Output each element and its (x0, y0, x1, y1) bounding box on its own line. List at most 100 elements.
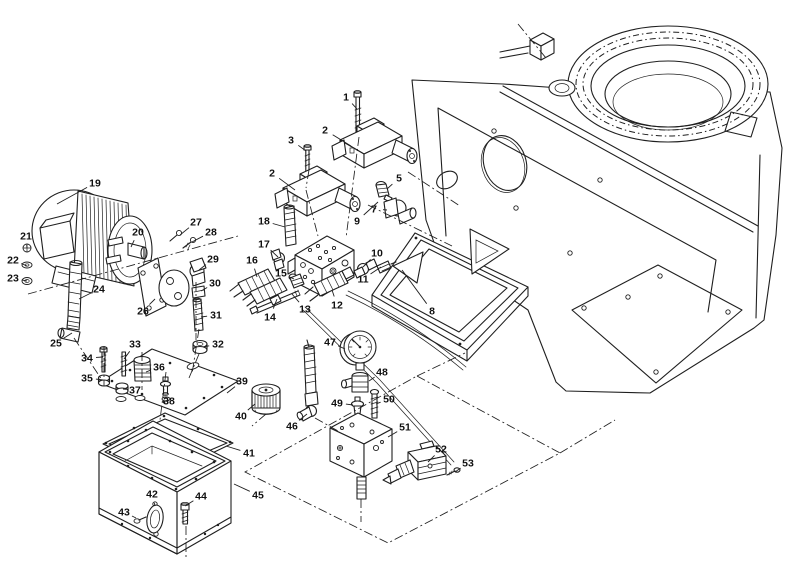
hydraulic-pump (137, 229, 208, 355)
part-label-24-suction-hose: 24 (93, 284, 105, 296)
part-label-28-screw: 28 (205, 227, 217, 239)
nipple-11 (376, 260, 397, 274)
screw-28 (182, 236, 197, 250)
leader-line-29-elbow-fitting (198, 264, 207, 271)
leader-line-8-mounting-bracket (401, 269, 428, 304)
part-label-49-fitting: 49 (331, 398, 343, 410)
part-label-13-pipe: 13 (299, 304, 311, 316)
motor-terminal-box (39, 220, 75, 260)
leader-line-28-screw (191, 235, 204, 243)
elbow-29 (189, 257, 207, 287)
leader-line-10-elbow-fitting (362, 259, 371, 268)
leader-line-42-oil-level-gauge (153, 502, 156, 507)
mounting-bracket (371, 228, 529, 362)
screw-34 (99, 346, 108, 373)
part-label-35-nut: 35 (81, 373, 93, 385)
hose-46 (296, 339, 319, 422)
hose-14 (242, 277, 288, 307)
leader-line-47-pressure-gauge (338, 345, 346, 350)
part-label-40-suction-filter: 40 (235, 411, 247, 423)
oil-level-gauge (146, 501, 164, 537)
part-label-25-elbow-fitting: 25 (50, 338, 62, 350)
part-label-51-valve-block: 51 (399, 422, 411, 434)
motor-face-ring (113, 222, 147, 278)
leader-line-24-suction-hose (78, 292, 92, 300)
leader-line-12-hose (331, 289, 335, 297)
hose-16 (229, 268, 276, 298)
leader-line-40-suction-filter (247, 403, 256, 411)
part-label-16-hose: 16 (246, 255, 258, 267)
pipe-13 (249, 289, 301, 315)
leader-line-26-hydraulic-pump (149, 298, 156, 305)
part-label-10-elbow-fitting: 10 (371, 248, 383, 260)
part-label-52-pressure-switch: 52 (435, 444, 447, 456)
part-label-42-oil-level-gauge: 42 (146, 489, 158, 501)
suction-filter (251, 383, 281, 415)
leader-line-14-hose (272, 298, 278, 309)
part-label-23-nut: 23 (7, 273, 19, 285)
motor-bolt-stack (21, 243, 33, 285)
elbow-7 (383, 197, 417, 225)
tab-centerline (517, 23, 547, 59)
pump-port-1 (166, 277, 174, 285)
leader-line-49-fitting (345, 403, 354, 406)
screw-53 (446, 467, 461, 476)
fitting-5 (375, 180, 393, 203)
plug-37 (115, 382, 129, 395)
leader-line-22-washer (21, 263, 28, 267)
block-stub (356, 476, 367, 500)
part-label-33-stud: 33 (129, 339, 141, 351)
part-label-29-elbow-fitting: 29 (207, 254, 219, 266)
part-label-14-hose: 14 (264, 312, 276, 324)
elbow-25 (59, 327, 81, 343)
part-label-19-electric-motor: 19 (89, 178, 101, 190)
part-label-18-plug: 18 (258, 216, 270, 228)
part-label-37-plug: 37 (129, 385, 141, 397)
ring-thread-1 (575, 31, 761, 137)
motor-axis (27, 235, 239, 295)
leader-line-46-hose (298, 413, 308, 421)
solenoid-valve-upper (331, 117, 418, 169)
ring-thread-2 (582, 37, 754, 131)
oil-tank (98, 420, 232, 555)
casting-recessed-panel (571, 264, 743, 384)
ring-boss (548, 79, 576, 97)
screw-27 (169, 229, 183, 242)
tank-rivets (108, 428, 220, 540)
leader-line-1-socket-bolt (351, 103, 358, 110)
leader-line-2-solenoid-valve-upper (332, 134, 352, 147)
plate-hole-2 (134, 395, 146, 401)
bolt-3 (303, 144, 312, 173)
screw-43 (133, 516, 147, 524)
elbow-17 (270, 248, 286, 271)
motor-key-stub-2 (105, 254, 122, 265)
leader-line-30-fitting (200, 287, 208, 292)
leader-line-53-screw (454, 467, 461, 473)
part-label-9-manifold-block: 9 (354, 216, 360, 228)
part-label-2-solenoid-valve-upper: 2 (322, 125, 328, 137)
part-label-15-fitting: 15 (275, 268, 287, 280)
leader-line-36-breather-cap (145, 369, 151, 373)
part-label-17-elbow-fitting: 17 (258, 239, 270, 251)
ring-bore (604, 60, 732, 128)
motor-key-stub-1 (107, 236, 124, 247)
leader-line-13-pipe (291, 293, 300, 303)
part-label-20-coupling: 20 (132, 227, 144, 239)
labels-layer: 1223578910111213141516171819202122232425… (7, 92, 474, 519)
part-label-3-socket-bolt: 3 (288, 135, 294, 147)
panel-outline (244, 375, 561, 544)
leader-line-27-screw (179, 227, 190, 236)
part-label-26-hydraulic-pump: 26 (137, 306, 149, 318)
part-label-2-solenoid-valve-lower: 2 (269, 168, 275, 180)
leader-line-48-gauge-adapter (368, 376, 375, 382)
part-label-47-pressure-gauge: 47 (324, 337, 336, 349)
part-label-50-bolt: 50 (383, 394, 395, 406)
leader-line-39-tank-cover-plate (226, 386, 236, 394)
gauge-adapter-48 (340, 371, 369, 393)
leader-line-3-socket-bolt (298, 144, 307, 152)
top-tab (499, 23, 555, 61)
leader-line-17-elbow-fitting (270, 249, 279, 258)
construction-lines (27, 136, 616, 558)
leader-line-33-stud (123, 351, 131, 360)
